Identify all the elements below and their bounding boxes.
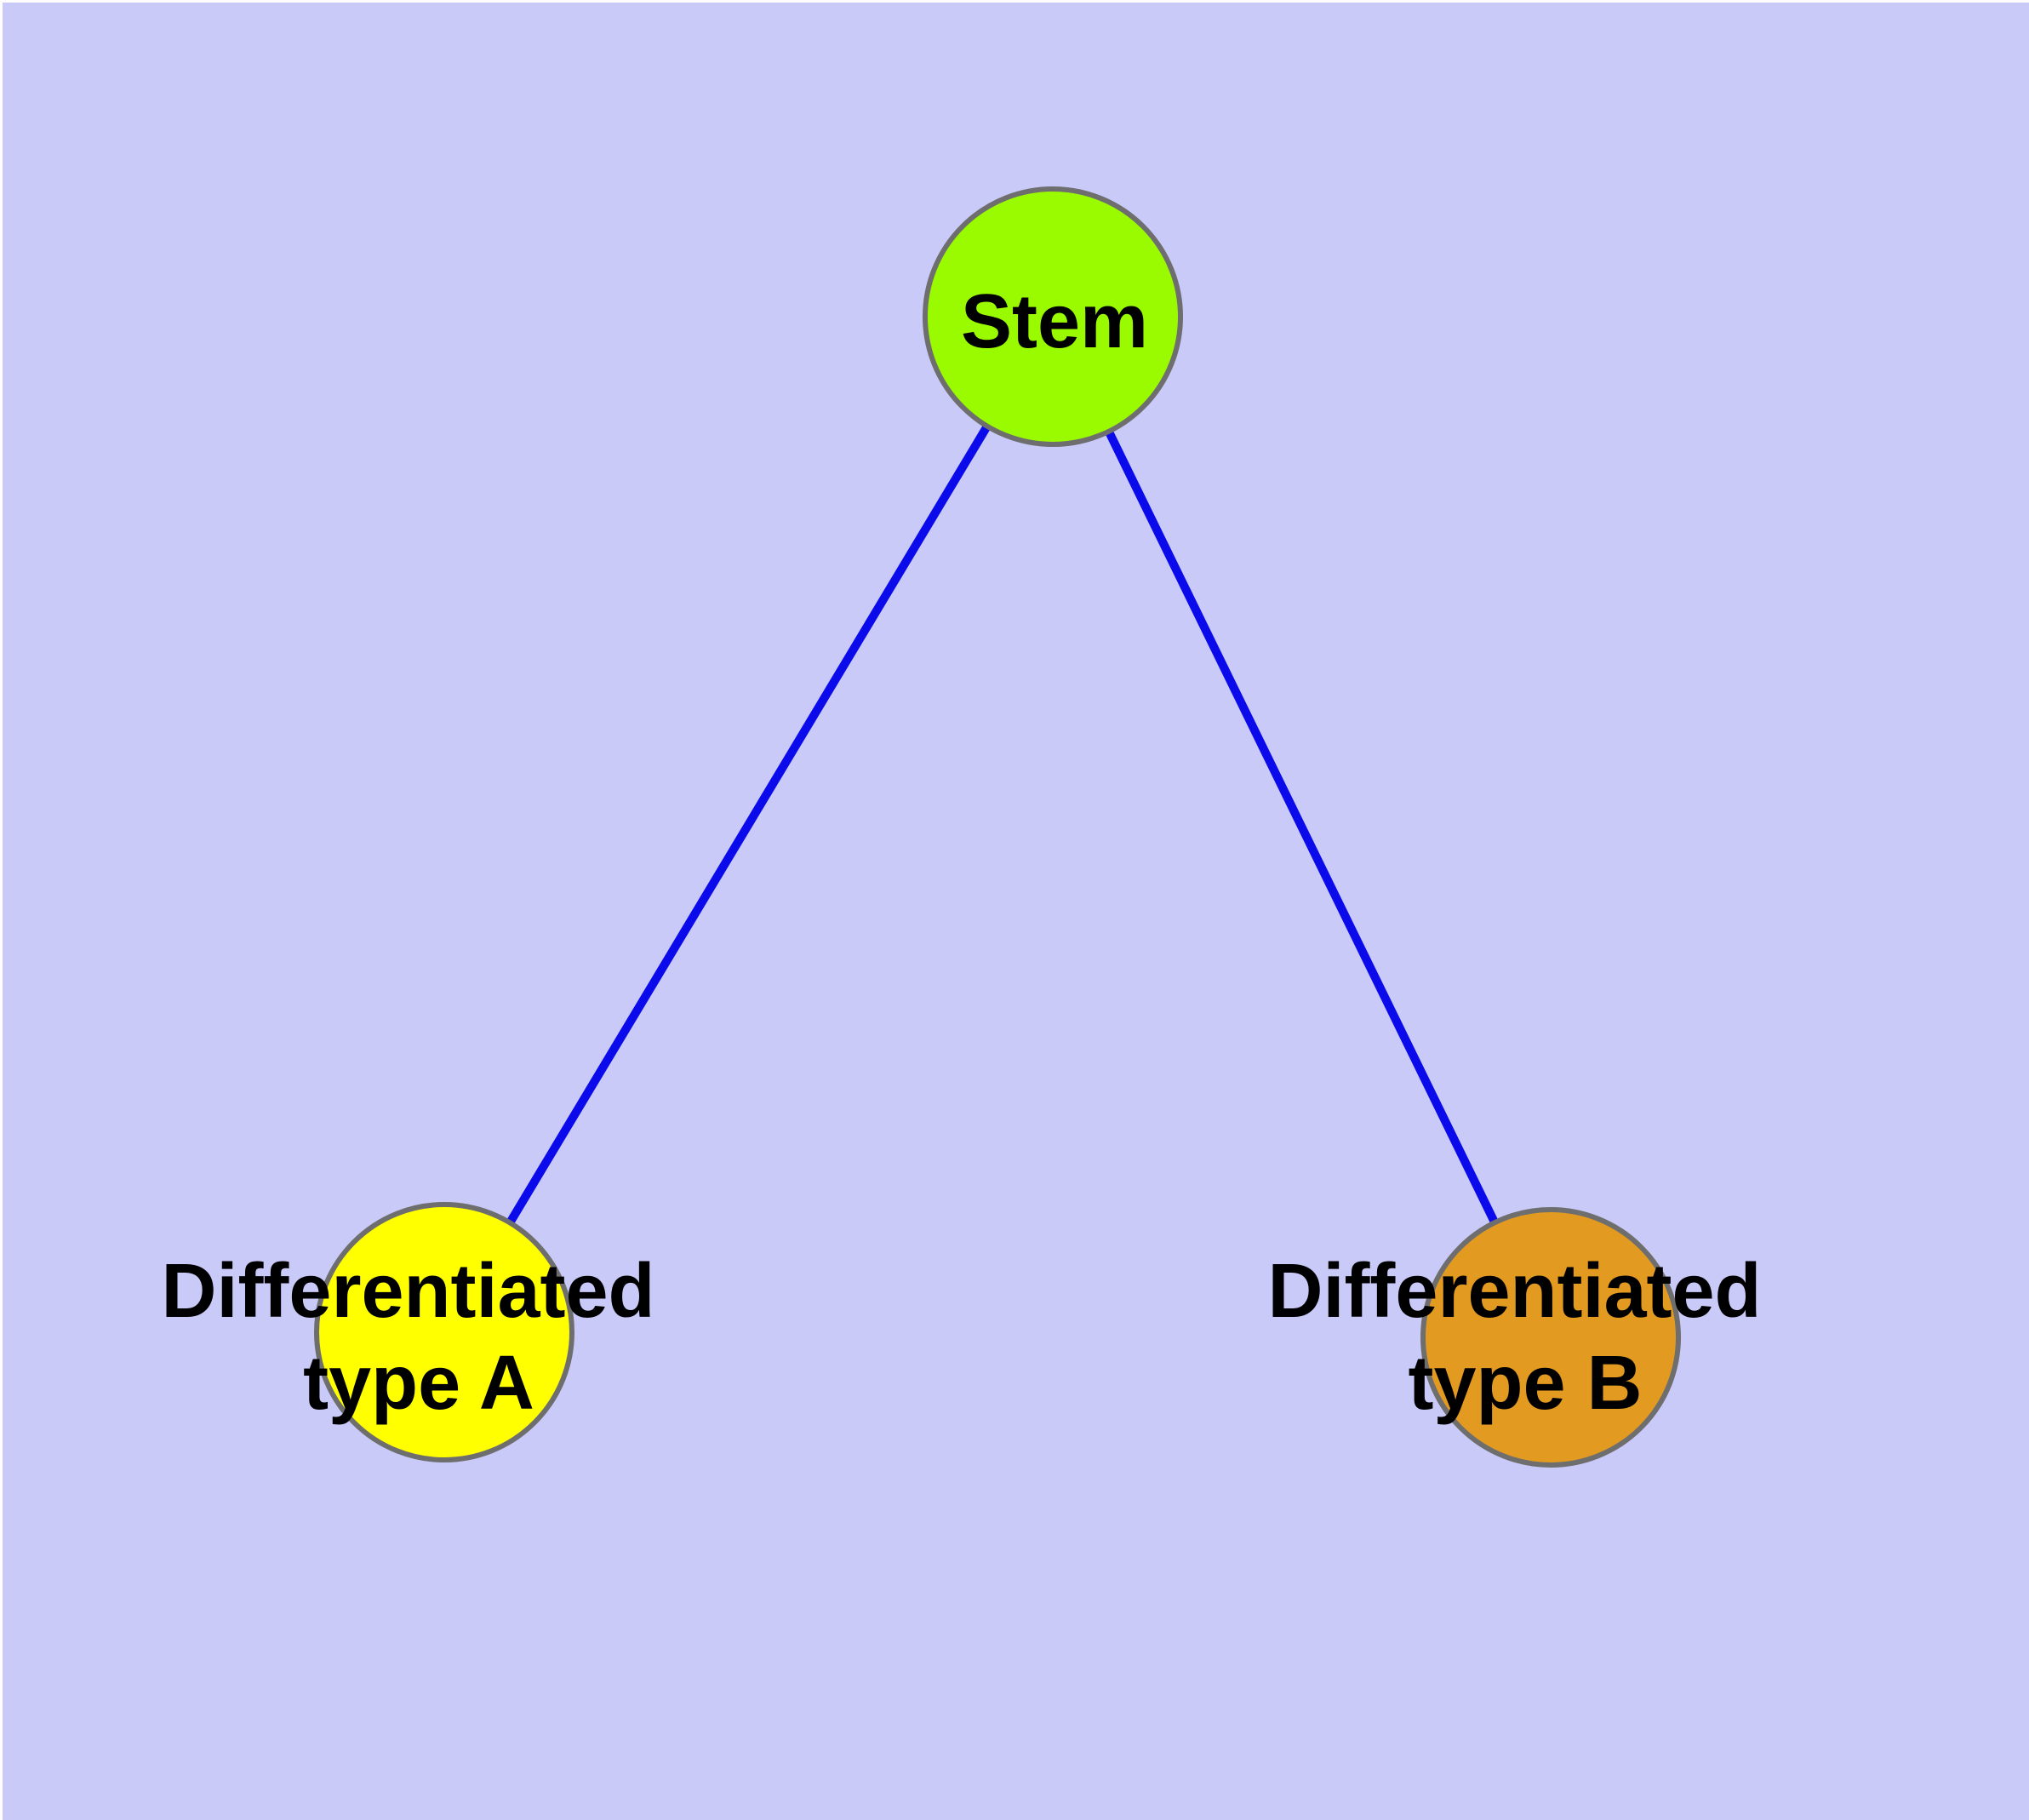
node-differentiated-type-a-circle [314, 1202, 574, 1462]
node-differentiated-type-b-label: Differentiated type B [1267, 1249, 1782, 1426]
node-differentiated-type-a-label-line2: type A [303, 1341, 534, 1426]
edge-stem-to-type-a [440, 314, 1057, 1335]
edge-group [440, 314, 1555, 1340]
node-stem-label: Stem [961, 279, 1148, 364]
node-differentiated-type-b-label-line1: Differentiated [1267, 1249, 1761, 1334]
node-differentiated-type-a: Differentiated type A [161, 1202, 676, 1462]
node-differentiated-type-b: Differentiated type B [1267, 1207, 1782, 1468]
edge-stem-to-type-b [1049, 314, 1555, 1340]
node-differentiated-type-b-circle [1420, 1207, 1681, 1468]
node-differentiated-type-b-label-line2: type B [1408, 1341, 1642, 1426]
node-differentiated-type-a-label: Differentiated type A [161, 1249, 676, 1426]
node-differentiated-type-a-label-line1: Differentiated [161, 1249, 654, 1334]
node-stem: Stem [923, 186, 1183, 447]
node-stem-circle [923, 186, 1183, 447]
